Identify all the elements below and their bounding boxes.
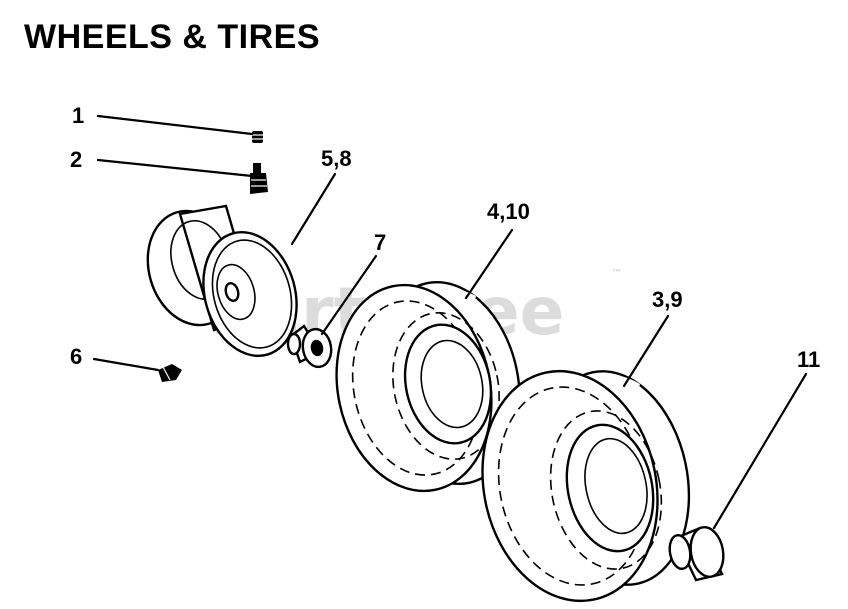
callout-1[interactable]: 1 [72,103,84,128]
callout-5-8[interactable]: 5,8 [321,146,352,171]
diagram-title: WHEELS & TIRES [24,18,321,56]
callout-11[interactable]: 11 [797,347,820,372]
leader-line-1 [96,114,254,136]
leader-line-4-10 [464,228,514,300]
watermark-trademark: ™ [611,267,622,280]
callout-4-10[interactable]: 4,10 [487,199,530,224]
leader-line-5-8 [290,172,337,246]
bearing-flange-part[interactable] [286,324,334,369]
leader-line-7 [320,254,378,336]
grease-fitting-part[interactable] [158,364,182,382]
callout-2[interactable]: 2 [70,147,82,172]
callout-3-9[interactable]: 3,9 [652,287,683,312]
leader-line-2 [96,158,254,178]
valve-stem-part[interactable] [250,163,268,194]
callout-6[interactable]: 6 [70,344,82,369]
rim-part[interactable] [135,200,311,367]
valve-cap-part[interactable] [252,131,263,143]
front-tire-part[interactable] [318,269,538,506]
leader-line-3-9 [622,314,670,388]
leader-line-11 [712,372,808,530]
rear-tire-part[interactable] [462,355,708,609]
callout-7[interactable]: 7 [374,230,386,255]
hub-cap-part[interactable] [667,525,727,582]
leader-line-6 [92,357,160,372]
